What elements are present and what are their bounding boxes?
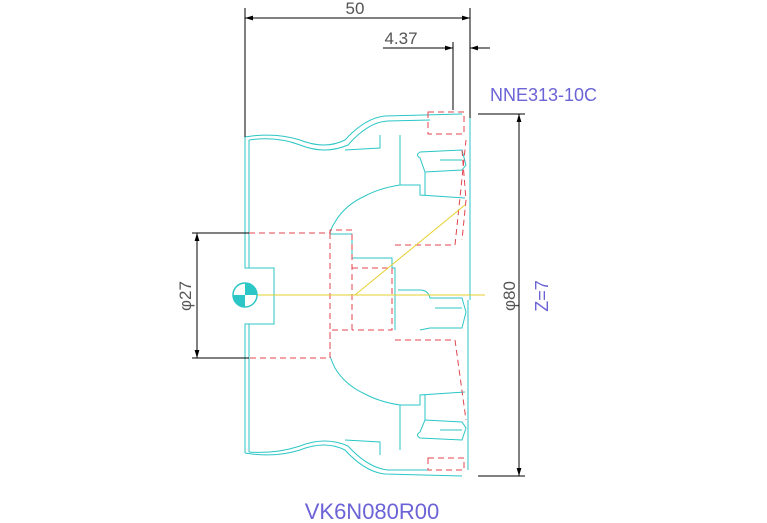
center-lines (250, 204, 485, 296)
dim-bore-diameter (192, 232, 249, 359)
dim-insert-offset-label: 4.37 (384, 29, 417, 48)
datum-symbol (232, 282, 258, 308)
teeth-count-label: Z=7 (532, 280, 552, 312)
dim-overall-length-label: 50 (346, 0, 365, 18)
dim-cutter-diameter-label: φ80 (500, 281, 519, 311)
hidden-lines (249, 111, 467, 471)
dim-insert-offset (383, 42, 490, 110)
dim-bore-diameter-label: φ27 (176, 281, 195, 311)
dim-overall-length (244, 8, 471, 137)
model-number-label: VK6N080R00 (305, 499, 440, 523)
insert-code-label: NNE313-10C (490, 85, 597, 105)
dim-cutter-diameter (478, 113, 525, 477)
